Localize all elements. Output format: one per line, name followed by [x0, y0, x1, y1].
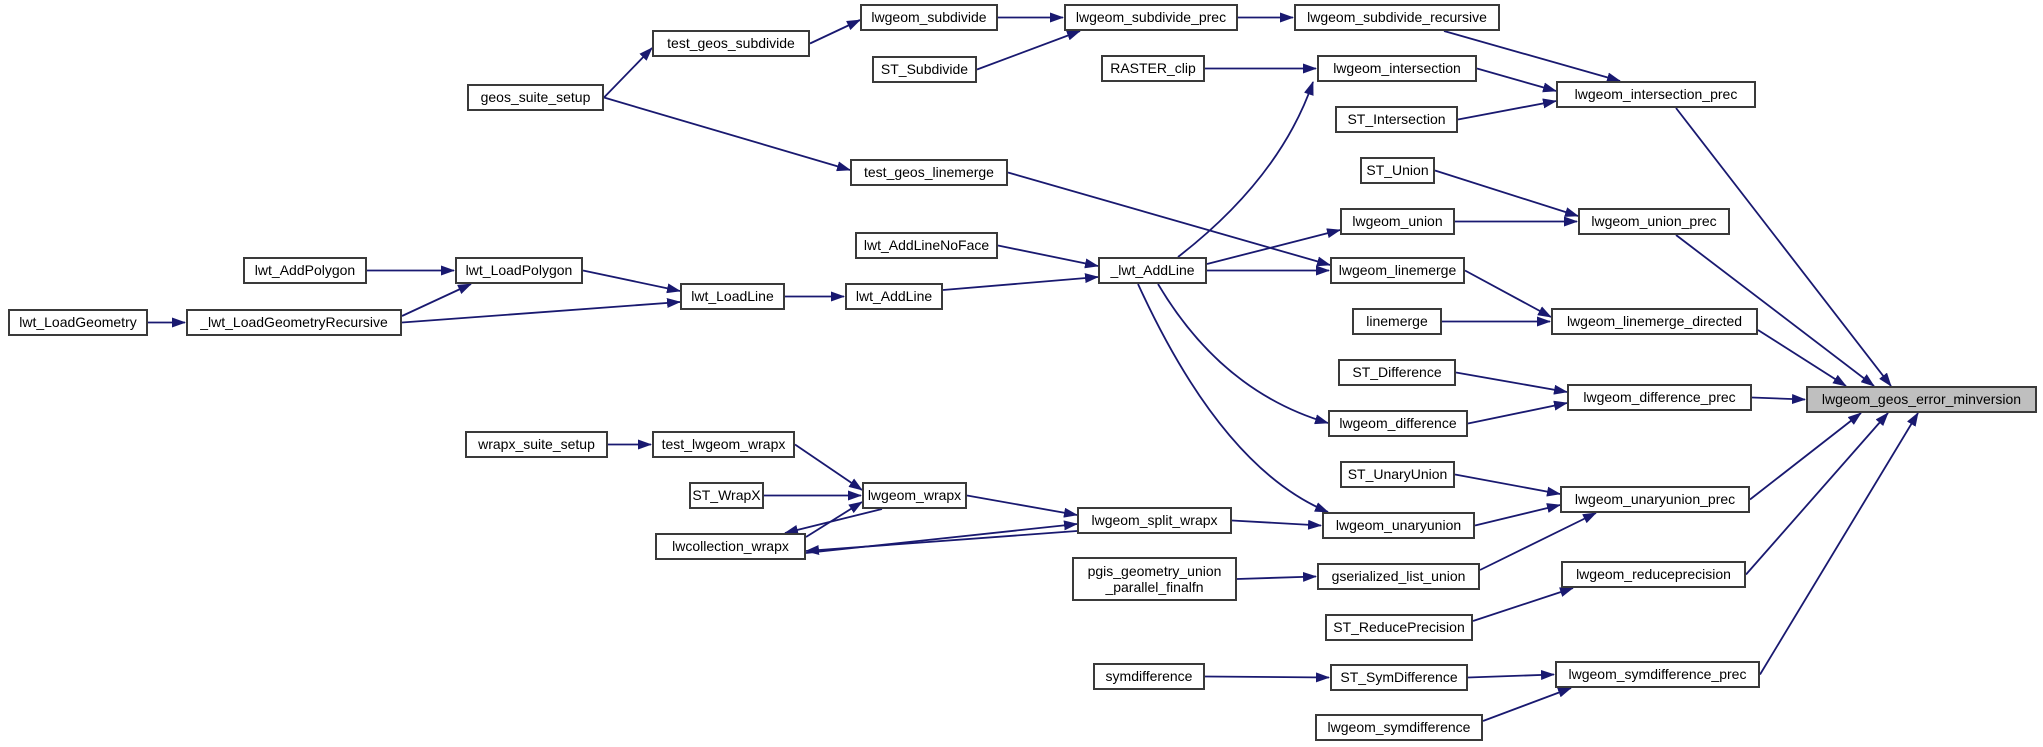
graph-node-lwgeom_symdifference_prec[interactable]: lwgeom_symdifference_prec — [1555, 661, 1760, 688]
graph-node-lwt_AddLine[interactable]: lwt_AddLine — [845, 283, 943, 310]
graph-node-lwgeom_subdivide_prec[interactable]: lwgeom_subdivide_prec — [1064, 4, 1238, 31]
graph-node-test_geos_linemerge[interactable]: test_geos_linemerge — [850, 159, 1008, 186]
graph-edge-lwgeom_wrapx-to-lwgeom_split_wrapx — [966, 494, 1078, 518]
graph-node-lwgeom_unaryunion_prec[interactable]: lwgeom_unaryunion_prec — [1560, 486, 1750, 513]
graph-edge-lwgeom_linemerge-to-lwgeom_linemerge_directed — [1464, 269, 1552, 318]
graph-node-symdifference[interactable]: symdifference — [1093, 663, 1205, 690]
graph-edge-test_geos_linemerge-to-lwgeom_linemerge — [1007, 171, 1331, 267]
graph-edge-gserialized_list_union-to-lwgeom_unaryunion_prec — [1479, 512, 1597, 571]
graph-node-lwgeom_subdivide[interactable]: lwgeom_subdivide — [860, 4, 998, 31]
graph-node-linemerge[interactable]: linemerge — [1352, 308, 1442, 335]
graph-node-lwgeom_reduceprecision[interactable]: lwgeom_reduceprecision — [1561, 561, 1746, 588]
graph-node-lwt_LoadLine[interactable]: lwt_LoadLine — [680, 283, 785, 310]
graph-edge-lwgeom_symdifference_prec-to-lwgeom_geos_error_minversion — [1759, 412, 1919, 675]
graph-edge-geos_suite_setup-to-test_geos_subdivide — [603, 47, 653, 99]
graph-edge-lwgeom_split_wrapx-to-lwgeom_unaryunion — [1231, 519, 1322, 530]
graph-node-ST_Union[interactable]: ST_Union — [1360, 157, 1435, 184]
graph-node-pgis_geometry_union_parallel_finalfn[interactable]: pgis_geometry_union _parallel_finalfn — [1072, 557, 1237, 601]
graph-node-ST_WrapX[interactable]: ST_WrapX — [689, 482, 764, 509]
graph-edge-lwgeom_reduceprecision-to-lwgeom_geos_error_minversion — [1745, 412, 1889, 576]
graph-node-highlighted-lwgeom_geos_error_minversion: lwgeom_geos_error_minversion — [1806, 386, 2037, 413]
graph-node-_lwt_AddLine[interactable]: _lwt_AddLine — [1098, 257, 1207, 284]
graph-edge-lwt_AddLineNoFace-to-_lwt_AddLine — [997, 244, 1099, 269]
graph-node-lwgeom_linemerge_directed[interactable]: lwgeom_linemerge_directed — [1551, 308, 1758, 335]
graph-node-lwcollection_wrapx[interactable]: lwcollection_wrapx — [655, 533, 806, 560]
graph-edge-ST_UnaryUnion-to-lwgeom_unaryunion_prec — [1454, 473, 1561, 497]
graph-node-lwgeom_wrapx[interactable]: lwgeom_wrapx — [862, 482, 967, 509]
graph-node-lwgeom_unaryunion[interactable]: lwgeom_unaryunion — [1322, 512, 1475, 539]
graph-node-lwgeom_split_wrapx[interactable]: lwgeom_split_wrapx — [1077, 507, 1232, 534]
graph-edge-ST_Union-to-lwgeom_union_prec — [1434, 169, 1579, 217]
graph-edge-lwgeom_linemerge_directed-to-lwgeom_geos_error_minversion — [1757, 329, 1847, 387]
graph-node-lwgeom_difference[interactable]: lwgeom_difference — [1328, 410, 1468, 437]
graph-node-lwgeom_subdivide_recursive[interactable]: lwgeom_subdivide_recursive — [1294, 4, 1500, 31]
graph-node-lwgeom_intersection_prec[interactable]: lwgeom_intersection_prec — [1556, 81, 1756, 108]
graph-node-lwgeom_intersection[interactable]: lwgeom_intersection — [1317, 55, 1477, 82]
graph-edge-symdifference-to-ST_SymDifference — [1204, 672, 1330, 683]
graph-node-ST_Subdivide[interactable]: ST_Subdivide — [872, 56, 977, 83]
graph-edge-lwt_LoadPolygon-to-lwt_LoadLine — [582, 269, 681, 294]
graph-edge-ST_Subdivide-to-lwgeom_subdivide_prec — [976, 30, 1081, 71]
edge-group — [148, 12, 1919, 722]
graph-edge-lwcollection_wrapx-to-lwgeom_wrapx — [805, 501, 863, 538]
graph-edge-_lwt_LoadGeometryRecursive-to-lwt_LoadPolygon — [401, 283, 472, 317]
graph-edge-lwgeom_wrapx-to-lwcollection_wrapx — [784, 508, 883, 535]
graph-node-lwt_LoadPolygon[interactable]: lwt_LoadPolygon — [455, 257, 583, 284]
graph-node-wrapx_suite_setup[interactable]: wrapx_suite_setup — [465, 431, 608, 458]
graph-edge-ST_Intersection-to-lwgeom_intersection_prec — [1457, 98, 1557, 121]
graph-edge-_lwt_AddLine-to-lwgeom_union — [1206, 228, 1341, 265]
graph-node-ST_SymDifference[interactable]: ST_SymDifference — [1330, 664, 1468, 691]
graph-edge-lwgeom_intersection_prec-to-lwgeom_geos_error_minversion — [1675, 107, 1892, 387]
graph-edge-lwgeom_unaryunion_prec-to-lwgeom_geos_error_minversion — [1749, 412, 1862, 501]
graph-edge-lwgeom_split_wrapx-to-lwcollection_wrapx — [805, 530, 1078, 556]
graph-edge-ST_ReducePrecision-to-lwgeom_reduceprecision — [1472, 587, 1574, 622]
graph-edge-lwgeom_difference_prec-to-lwgeom_geos_error_minversion — [1751, 394, 1806, 405]
graph-node-ST_ReducePrecision[interactable]: ST_ReducePrecision — [1325, 614, 1473, 641]
graph-node-lwt_AddLineNoFace[interactable]: lwt_AddLineNoFace — [855, 232, 998, 259]
graph-node-test_lwgeom_wrapx[interactable]: test_lwgeom_wrapx — [652, 431, 795, 458]
graph-node-ST_Difference[interactable]: ST_Difference — [1338, 359, 1456, 386]
graph-edge-lwt_AddLine-to-_lwt_AddLine — [942, 273, 1099, 291]
graph-node-lwgeom_difference_prec[interactable]: lwgeom_difference_prec — [1567, 384, 1752, 411]
graph-node-ST_UnaryUnion[interactable]: ST_UnaryUnion — [1340, 461, 1455, 488]
graph-edge-lwgeom_difference-to-lwgeom_difference_prec — [1467, 400, 1568, 425]
graph-node-geos_suite_setup[interactable]: geos_suite_setup — [467, 84, 604, 111]
graph-node-lwgeom_linemerge[interactable]: lwgeom_linemerge — [1330, 257, 1465, 284]
graph-node-_lwt_LoadGeometryRecursive[interactable]: _lwt_LoadGeometryRecursive — [186, 309, 402, 336]
graph-node-lwgeom_union_prec[interactable]: lwgeom_union_prec — [1578, 208, 1730, 235]
graph-edge-ST_SymDifference-to-lwgeom_symdifference_prec — [1467, 669, 1555, 680]
graph-node-lwgeom_union[interactable]: lwgeom_union — [1340, 208, 1455, 235]
graph-edge-pgis_geometry_union_parallel_finalfn-to-gserialized_list_union — [1236, 571, 1317, 582]
graph-edge-_lwt_LoadGeometryRecursive-to-lwt_LoadLine — [401, 297, 681, 324]
graph-edge-geos_suite_setup-to-test_geos_linemerge — [603, 96, 851, 172]
graph-node-ST_Intersection[interactable]: ST_Intersection — [1335, 106, 1458, 133]
graph-node-gserialized_list_union[interactable]: gserialized_list_union — [1317, 563, 1480, 590]
graph-edge-test_geos_subdivide-to-lwgeom_subdivide — [809, 19, 861, 45]
graph-edge-_lwt_AddLine-to-lwgeom_difference — [1157, 283, 1329, 425]
graph-node-lwt_AddPolygon[interactable]: lwt_AddPolygon — [243, 257, 367, 284]
graph-edge-test_lwgeom_wrapx-to-lwgeom_wrapx — [794, 443, 863, 491]
graph-edge-lwgeom_subdivide_recursive-to-lwgeom_intersection_prec — [1443, 30, 1621, 83]
graph-edge-lwgeom_unaryunion-to-lwgeom_unaryunion_prec — [1474, 503, 1561, 527]
graph-node-RASTER_clip[interactable]: RASTER_clip — [1101, 55, 1205, 82]
graph-edge-lwgeom_symdifference-to-lwgeom_symdifference_prec — [1482, 687, 1572, 722]
graph-node-lwt_LoadGeometry[interactable]: lwt_LoadGeometry — [8, 309, 148, 336]
graph-edge-ST_Difference-to-lwgeom_difference_prec — [1455, 371, 1568, 395]
graph-edge-_lwt_AddLine-to-lwgeom_unaryunion — [1137, 283, 1329, 513]
graph-edge-lwgeom_union_prec-to-lwgeom_geos_error_minversion — [1675, 234, 1875, 387]
graph-node-lwgeom_symdifference[interactable]: lwgeom_symdifference — [1315, 714, 1483, 741]
graph-edge-lwgeom_intersection-to-lwgeom_intersection_prec — [1476, 67, 1557, 93]
graph-node-test_geos_subdivide[interactable]: test_geos_subdivide — [652, 30, 810, 57]
graph-edge-_lwt_AddLine-to-lwgeom_intersection — [1177, 81, 1314, 258]
